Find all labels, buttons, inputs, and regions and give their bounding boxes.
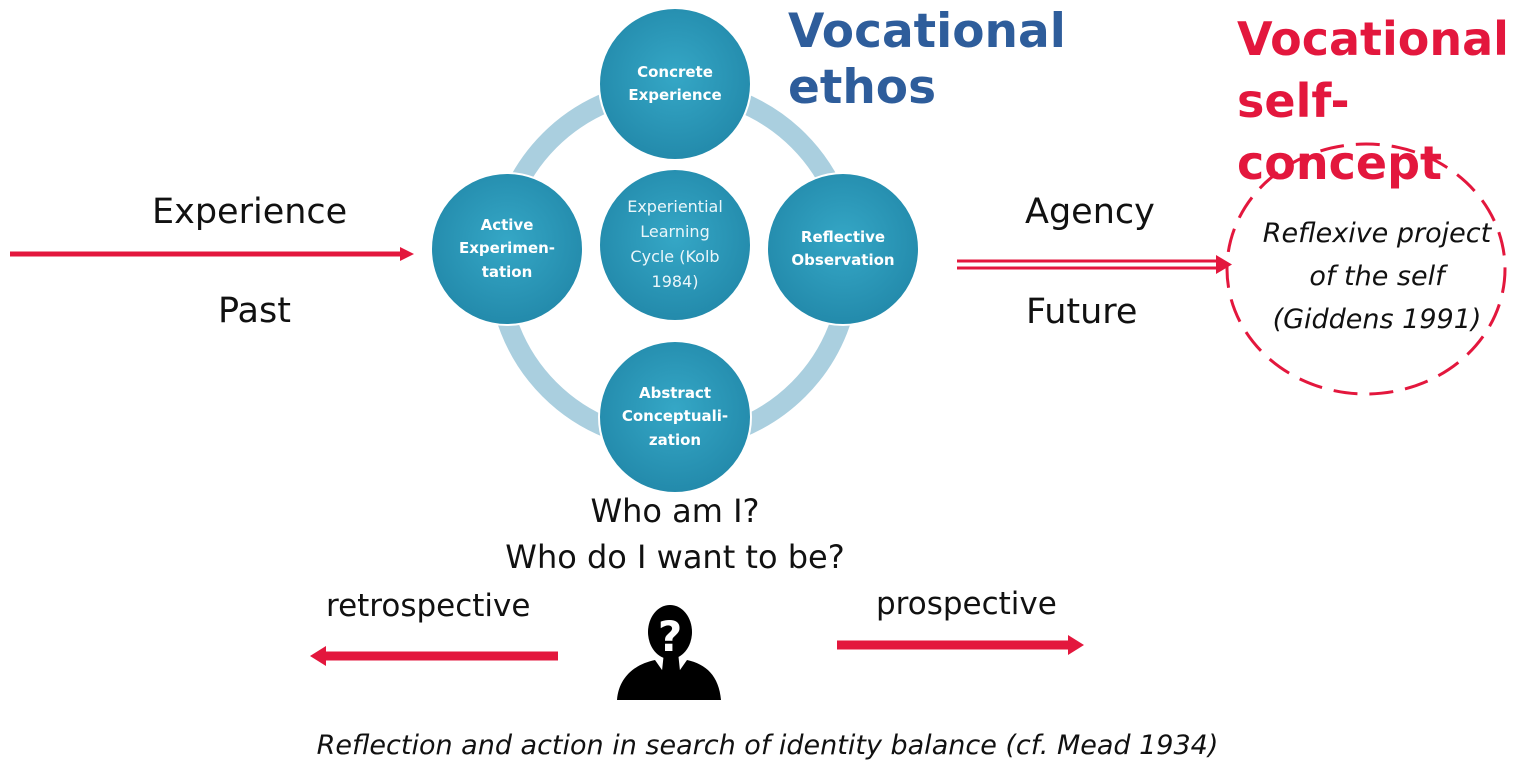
person-question-icon: ? — [617, 605, 721, 700]
retrospective-label: retrospective — [326, 588, 531, 624]
label-experiential-learning-cycle: Experiential Learning Cycle (Kolb 1984) — [627, 197, 723, 291]
reflexive-project-text: Reflexive project of the self (Giddens 1… — [1262, 218, 1492, 335]
svg-text:?: ? — [658, 612, 682, 661]
circle-active-experimentation — [430, 172, 584, 326]
past-label: Past — [218, 291, 291, 331]
identity-questions: Who am I? Who do I want to be? — [505, 492, 845, 576]
vocational-self-concept-title: Vocational self-concept — [1237, 12, 1509, 190]
vocational-ethos-title: Vocational ethos — [788, 4, 1066, 115]
reflexive-project-ellipse — [1225, 142, 1507, 396]
label-concrete-experience: Concrete Experience — [628, 62, 722, 104]
experience-arrow — [10, 247, 414, 261]
circle-reflective-observation — [766, 172, 920, 326]
label-reflective-observation: Reflective Observation — [791, 227, 895, 269]
label-active-experimentation: Active Experimen- tation — [458, 216, 556, 281]
agency-double-arrow — [957, 255, 1232, 274]
prospective-label: prospective — [876, 586, 1057, 622]
label-abstract-conceptualization: Abstract Conceptuali- zation — [621, 384, 729, 449]
diagram-caption: Reflection and action in search of ident… — [316, 730, 1219, 761]
circle-center — [598, 168, 752, 322]
experience-label: Experience — [152, 192, 348, 232]
agency-label: Agency — [1025, 192, 1155, 232]
circle-concrete-experience — [598, 7, 752, 161]
retrospective-arrow — [310, 646, 558, 666]
circle-abstract-conceptualization — [598, 340, 752, 494]
prospective-arrow — [837, 635, 1084, 655]
future-label: Future — [1026, 292, 1138, 332]
